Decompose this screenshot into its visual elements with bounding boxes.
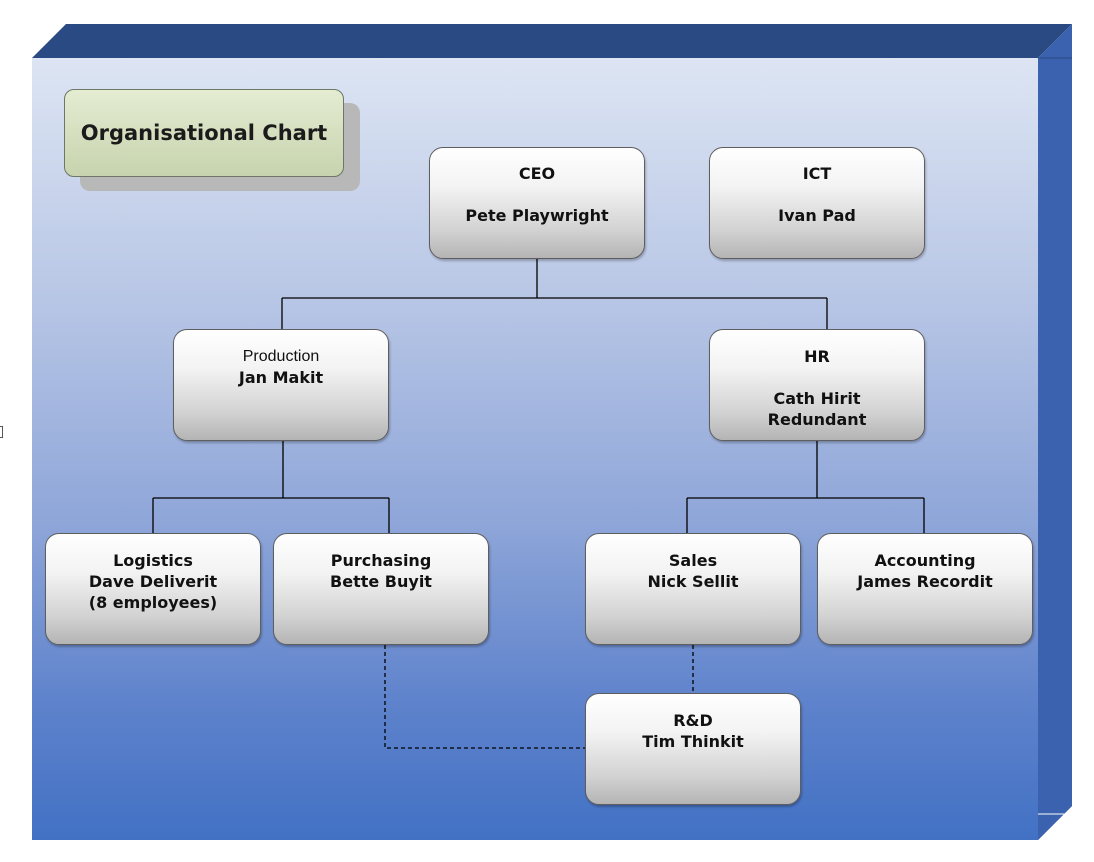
node-production: Production Jan Makit (173, 329, 389, 441)
node-purchasing: Purchasing Bette Buyit (273, 533, 489, 645)
left-edge-marker (0, 426, 3, 438)
node-ict: ICT Ivan Pad (709, 147, 925, 259)
node-accounting: Accounting James Recordit (817, 533, 1033, 645)
node-ict-role: ICT (802, 164, 832, 183)
node-sales-name: Nick Sellit (647, 572, 739, 591)
node-hr: HR Cath Hirit Redundant (709, 329, 925, 441)
node-rd: R&D Tim Thinkit (585, 693, 801, 805)
node-purchasing-role: Purchasing (330, 551, 432, 570)
node-logistics-role: Logistics (113, 551, 193, 570)
node-accounting-name: James Recordit (857, 572, 993, 591)
node-logistics: Logistics Dave Deliverit (8 employees) (45, 533, 261, 645)
slab-side-face-full (1038, 24, 1072, 840)
node-ceo-name: Pete Playwright (465, 206, 609, 225)
node-accounting-role: Accounting (874, 551, 976, 570)
node-ceo: CEO Pete Playwright (429, 147, 645, 259)
slab-top-face (32, 24, 1072, 58)
node-production-role: Production (242, 348, 320, 365)
node-sales-role: Sales (668, 551, 718, 570)
node-hr-note: Redundant (767, 410, 867, 429)
diagram-title: Organisational Chart (80, 121, 328, 145)
title-box: Organisational Chart (64, 89, 344, 177)
node-rd-name: Tim Thinkit (642, 732, 744, 751)
node-hr-role: HR (804, 347, 830, 366)
node-production-name: Jan Makit (238, 368, 324, 387)
node-rd-role: R&D (673, 711, 713, 730)
node-logistics-note: (8 employees) (88, 593, 218, 612)
node-ict-name: Ivan Pad (778, 206, 856, 225)
node-logistics-name: Dave Deliverit (88, 572, 218, 591)
node-purchasing-name: Bette Buyit (330, 572, 432, 591)
node-hr-name: Cath Hirit (773, 389, 861, 408)
rd-purchasing-dashed-link (384, 645, 585, 749)
node-ceo-role: CEO (518, 164, 556, 183)
node-sales: Sales Nick Sellit (585, 533, 801, 645)
